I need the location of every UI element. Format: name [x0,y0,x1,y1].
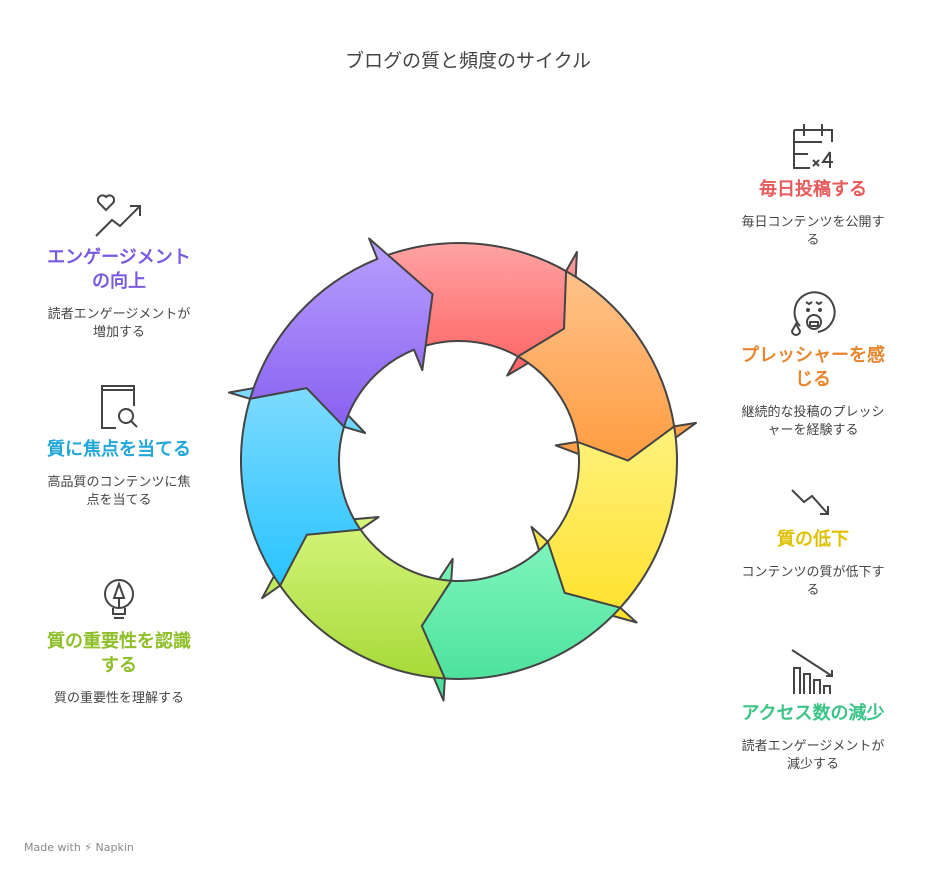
trend-down-icon [791,489,829,515]
step-description: 毎日コンテンツを公開する [741,215,885,248]
cycle-arrow-focus-quality [228,376,367,587]
step-description: 高品質のコンテンツに焦点を当てる [47,475,191,508]
step-description: 読者エンゲージメントが減少する [741,739,885,772]
step-description: 読者エンゲージメントが増加する [47,307,191,340]
step-access-drop: アクセス数の減少 読者エンゲージメントが減少する [738,646,888,774]
cycle-arrow-post-daily [376,242,578,377]
napkin-watermark: Made with ⚡ Napkin [24,841,134,854]
book-search-icon [101,385,138,429]
cycle-arrow-quality-drop [530,425,678,624]
cycle-arrow-recognize [261,516,453,680]
step-quality-drop: 質の低下 コンテンツの質が低下する [738,482,888,600]
step-recognize: 質の重要性を認識する 質の重要性を理解する [44,574,194,708]
step-description: 質の重要性を理解する [53,691,184,706]
diagram-title: ブログの質と頻度のサイクル [344,50,592,72]
step-heading: 毎日投稿する [759,179,867,200]
cycle-arrow-engagement-up [249,237,434,428]
step-focus-quality: 質に焦点を当てる 高品質のコンテンツに焦点を当てる [44,382,194,510]
bar-chart-down-icon [791,649,833,694]
lightbulb-icon [104,579,134,619]
cycle-arrow-pressure [517,270,697,474]
step-description: 継続的な投稿のプレッシャーを経験する [741,405,885,438]
step-heading: プレッシャーを感じる [741,345,885,390]
stressed-face-icon [790,291,836,336]
step-heading: 質の重要性を認識する [47,631,191,676]
step-pressure: プレッシャーを感じる 継続的な投稿のプレッシャーを経験する [738,288,888,440]
step-post-daily: 毎日投稿する 毎日コンテンツを公開する [738,122,888,250]
step-heading: アクセス数の減少 [741,703,885,724]
step-heading: 質の低下 [777,529,849,550]
heart-trend-up-icon [95,194,141,237]
step-heading: 質に焦点を当てる [47,439,191,460]
step-description: コンテンツの質が低下する [741,565,885,598]
cycle-arrow-access-drop [409,540,622,702]
step-heading: エンゲージメントの向上 [47,247,191,292]
step-engagement-up: エンゲージメントの向上 読者エンゲージメントが増加する [44,190,194,342]
calendar-x4-icon [793,124,833,169]
